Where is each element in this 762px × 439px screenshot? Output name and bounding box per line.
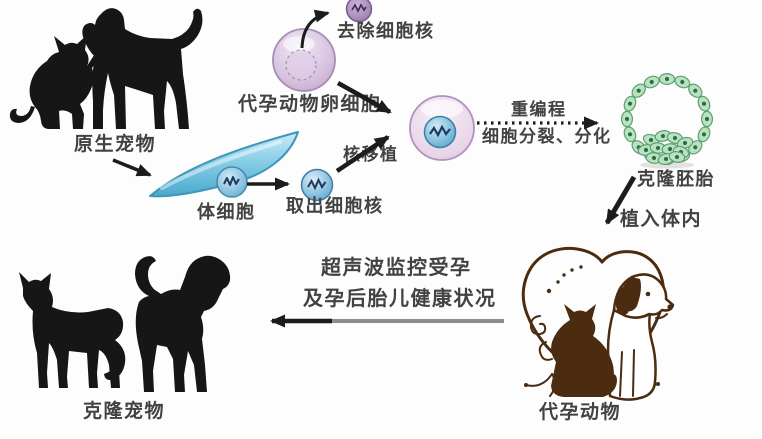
arrow-implant-down bbox=[604, 175, 637, 225]
cloned-pets-silhouette bbox=[19, 255, 231, 392]
removed-nucleus-illustration bbox=[345, 0, 373, 23]
dna-icon bbox=[307, 177, 327, 191]
egg-cell-illustration bbox=[272, 28, 336, 92]
arrow-egg-to-removed-nucleus bbox=[300, 9, 330, 49]
reconstructed-cell-illustration bbox=[409, 95, 475, 161]
label-reprogramming: 重编程 bbox=[511, 100, 567, 119]
cat-silhouette-icon bbox=[29, 35, 106, 129]
label-surrogate-animal: 代孕动物 bbox=[539, 402, 622, 423]
label-remove-nucleus: 去除细胞核 bbox=[337, 21, 435, 41]
dna-icon bbox=[429, 124, 451, 138]
label-egg-cell: 代孕动物卵细胞 bbox=[238, 94, 382, 115]
original-pets-silhouette bbox=[9, 8, 203, 130]
embryo-inner-cell-mass bbox=[637, 130, 694, 165]
dna-icon bbox=[351, 3, 367, 13]
cell-highlight bbox=[421, 100, 463, 118]
label-implant: 植入体内 bbox=[620, 209, 703, 230]
surrogate-cat-icon bbox=[551, 304, 617, 397]
cat-tail-icon bbox=[9, 106, 35, 123]
label-monitor-line1: 超声波监控受孕 bbox=[321, 257, 472, 279]
label-division: 细胞分裂、分化 bbox=[482, 127, 612, 146]
arrow-original-to-somatic bbox=[112, 158, 152, 177]
dog-silhouette-icon bbox=[82, 8, 203, 130]
label-clone-embryo: 克隆胚胎 bbox=[637, 169, 715, 189]
somatic-cell-illustration bbox=[149, 131, 299, 198]
arrow-egg-to-reconstructed bbox=[336, 81, 392, 114]
cloned-cat-silhouette-icon bbox=[19, 272, 124, 388]
label-cloned-pets: 克隆宠物 bbox=[83, 401, 166, 422]
egg-nucleus-dashed bbox=[285, 49, 317, 81]
surrogate-animal-illustration bbox=[521, 247, 675, 401]
label-monitor-line2: 及孕后胎儿健康状况 bbox=[303, 288, 497, 310]
label-original-pets: 原生宠物 bbox=[74, 134, 157, 155]
extracted-nucleus-illustration bbox=[300, 168, 334, 202]
cell-highlight bbox=[160, 140, 282, 190]
spindle-cell-body bbox=[149, 131, 299, 198]
clone-embryo-illustration bbox=[620, 72, 714, 169]
label-extract-nucleus: 取出细胞核 bbox=[286, 196, 384, 216]
heart-dots bbox=[546, 265, 583, 294]
cloned-cat-tail-icon bbox=[104, 340, 126, 381]
cell-highlight bbox=[283, 36, 315, 52]
label-somatic-cell: 体细胞 bbox=[197, 202, 256, 222]
cloned-dog-silhouette-icon bbox=[135, 255, 231, 392]
dna-icon bbox=[223, 176, 240, 186]
arrow-nucleus-to-reconstructed bbox=[335, 135, 390, 173]
